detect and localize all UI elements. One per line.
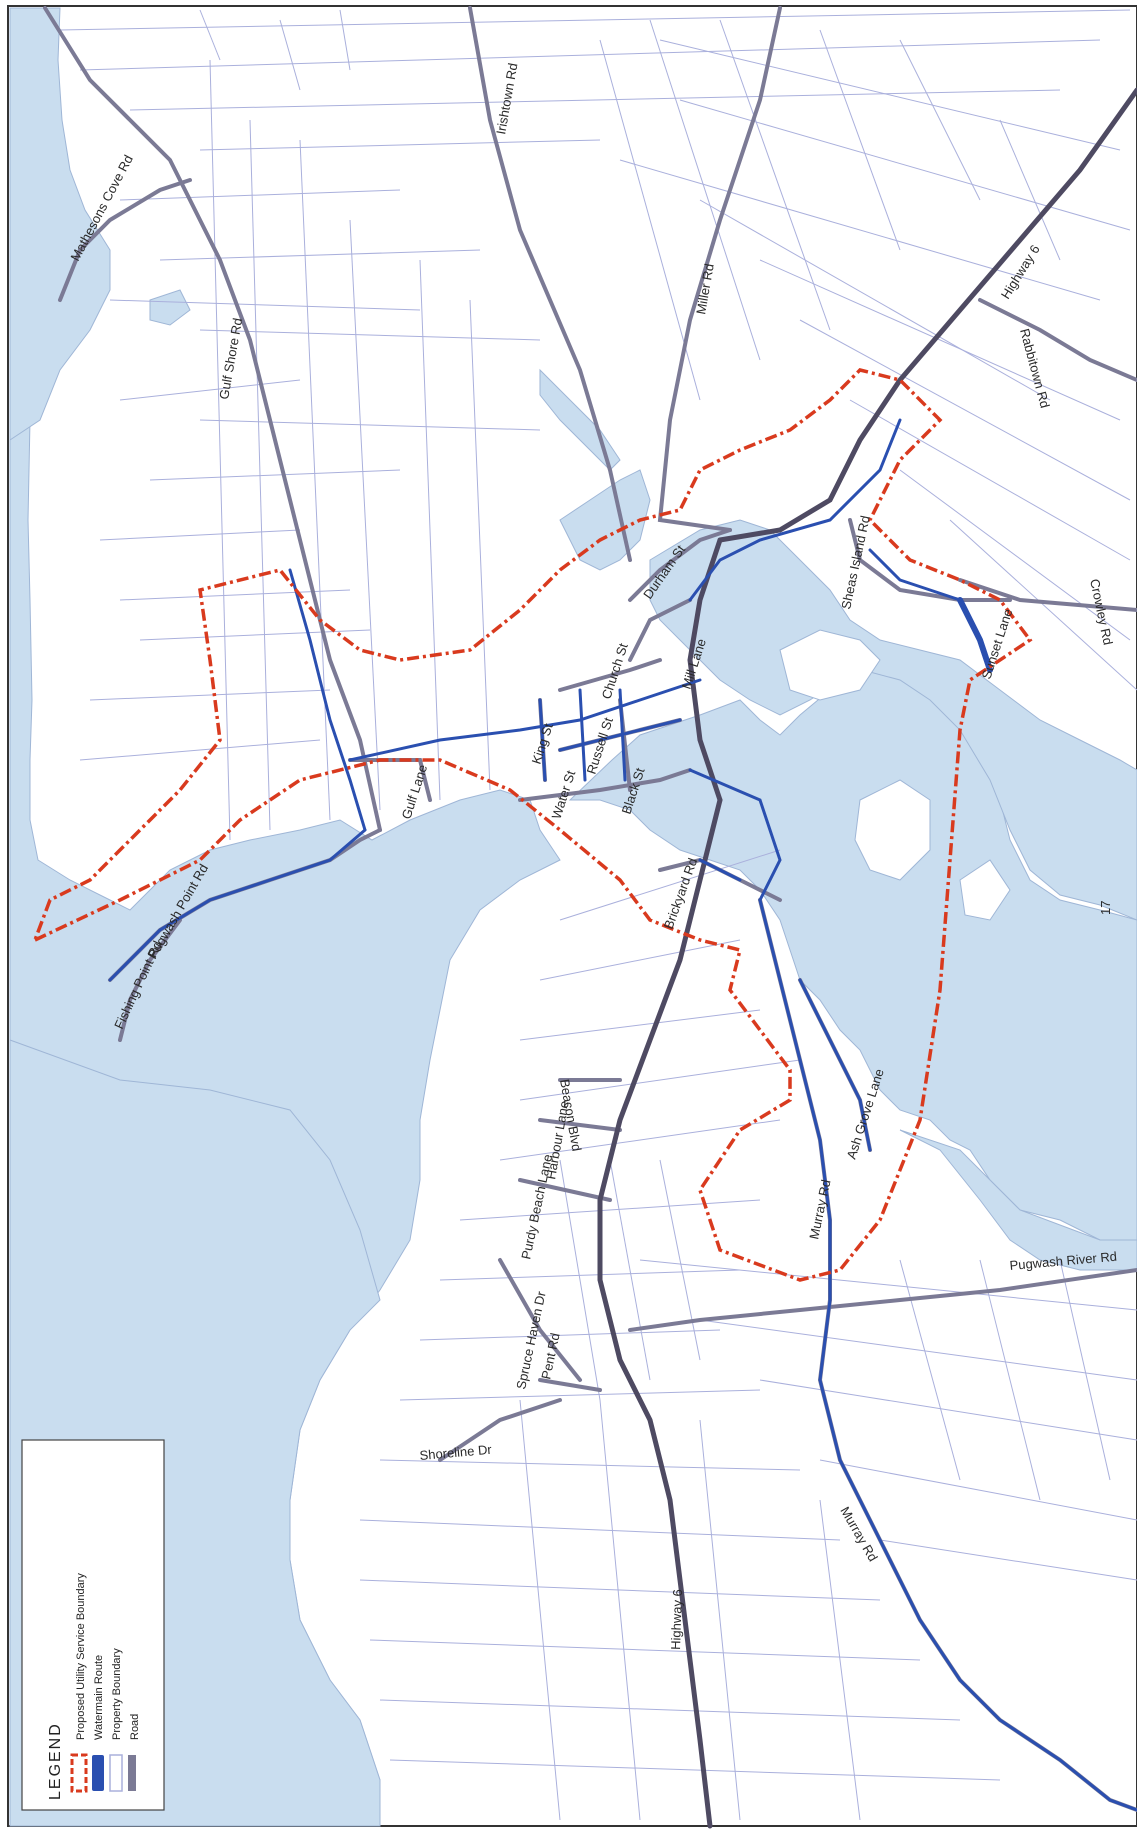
road-crowley <box>958 578 1137 612</box>
legend-swatch-service-boundary <box>70 1753 88 1793</box>
highway-6-north <box>717 87 1137 543</box>
road-shoreline <box>438 1398 562 1462</box>
service-boundary <box>31 368 1033 1282</box>
label-shoreline-dr: Shoreline Dr <box>419 1442 493 1463</box>
road-sheas-island <box>848 518 1012 602</box>
islands <box>779 629 1011 921</box>
watermain-pugwash-point <box>108 828 367 982</box>
road-purdy-beach <box>518 1178 612 1202</box>
page-number: 17 <box>1098 901 1113 915</box>
watermain-sunset <box>957 597 993 673</box>
road-rabbitown <box>978 298 1137 382</box>
watermain-ash-grove <box>798 978 872 1152</box>
road-spruce-haven <box>498 1258 582 1382</box>
legend-label-service-boundary: Proposed Utility Service Boundary <box>75 1573 87 1740</box>
legend-title: LEGEND <box>47 1722 64 1800</box>
road-gulf-lane <box>348 758 432 802</box>
mathesons-pond <box>149 289 191 326</box>
label-highway-6-south: Highway 6 <box>668 1589 685 1650</box>
watermain-murray <box>758 898 1137 1812</box>
road-pugwash-river <box>628 1268 1137 1332</box>
legend-swatch-watermain <box>92 1755 104 1791</box>
watermain-town-grid <box>538 688 682 782</box>
road-irishtown <box>468 6 632 562</box>
watermain-brickyard <box>698 858 742 882</box>
legend-swatch-property <box>109 1754 123 1792</box>
north-shore-water <box>9 7 111 441</box>
spit-island <box>959 859 1011 921</box>
highway-6-south <box>597 797 723 1829</box>
legend-label-watermain: Watermain Route <box>93 1655 105 1740</box>
watermain-gulf-shore <box>288 568 367 832</box>
watermain-durham <box>688 418 902 602</box>
road-church-st <box>558 658 662 692</box>
watermain-town <box>348 678 702 762</box>
road-mathesons-cove <box>58 178 192 302</box>
legend-label-property: Property Boundary <box>111 1648 123 1740</box>
legend-swatch-road <box>128 1755 136 1791</box>
harbour-island <box>854 779 931 881</box>
lower-east-water <box>899 1129 1137 1271</box>
service-boundary-polygon <box>31 368 1033 1282</box>
sheas-island <box>779 629 881 701</box>
road-gulf-shore <box>43 6 382 832</box>
watermain-sheas <box>868 548 962 602</box>
road-durham-st <box>628 528 732 602</box>
pugwash-basin <box>649 519 1137 921</box>
property-boundaries <box>59 9 1137 1821</box>
road-fishing-point <box>118 918 182 1042</box>
legend-box <box>21 1439 165 1811</box>
watermain-route <box>108 418 1137 1812</box>
road-pent <box>538 1378 602 1392</box>
watermain-harbour-loop <box>688 768 782 902</box>
road-mill-lane <box>628 598 692 662</box>
legend: LEGEND Proposed Utility Service Boundary… <box>21 1439 165 1811</box>
road-harbour-lane <box>538 1118 622 1132</box>
road-miller <box>657 6 782 532</box>
legend-label-road: Road <box>129 1714 141 1740</box>
